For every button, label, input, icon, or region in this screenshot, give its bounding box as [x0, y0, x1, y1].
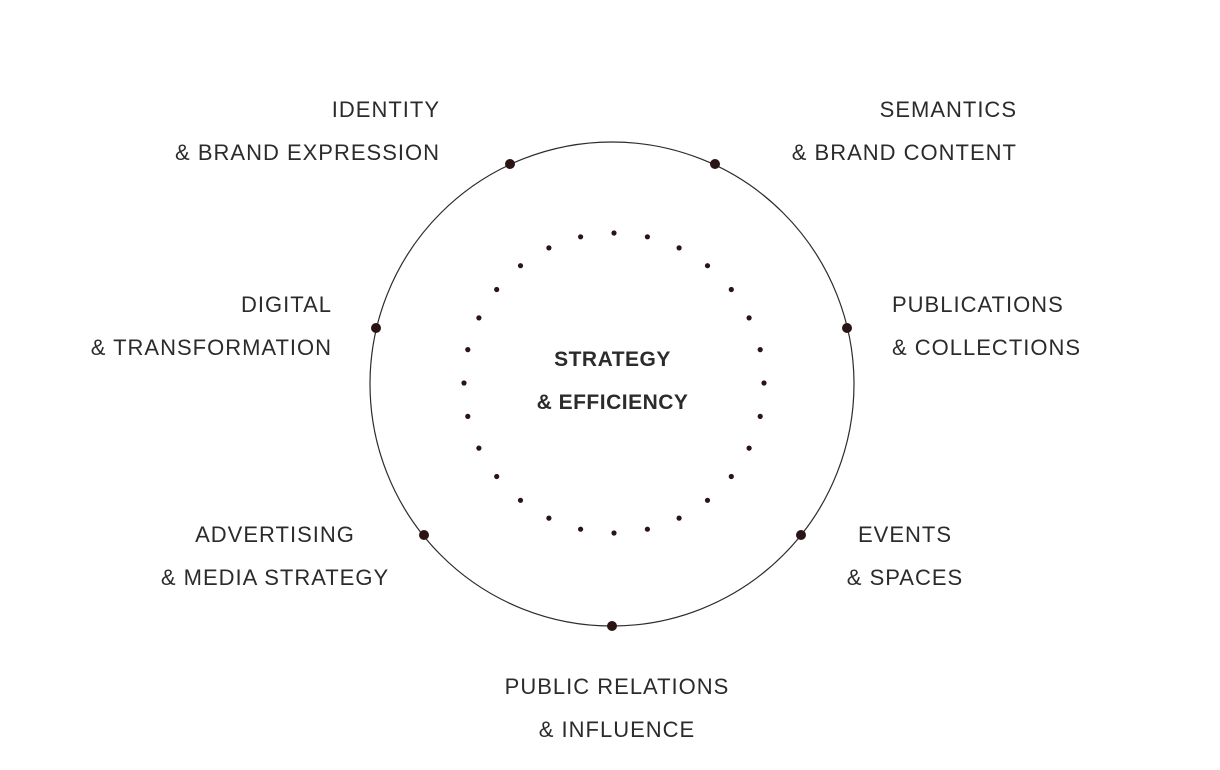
inner-ring-dot: [746, 315, 752, 321]
node-label-advertising[interactable]: ADVERTISING & MEDIA STRATEGY: [145, 513, 405, 599]
inner-ring-dot: [517, 263, 524, 269]
node-label-public-relations[interactable]: PUBLIC RELATIONS & INFLUENCE: [467, 665, 767, 751]
inner-ring-dot: [757, 413, 763, 419]
inner-ring-dot: [578, 234, 584, 240]
inner-ring-dot: [644, 234, 651, 240]
inner-ring-dot: [757, 347, 763, 353]
inner-dotted-ring: [461, 230, 767, 536]
center-label-line2: & EFFICIENCY: [536, 391, 689, 414]
inner-ring-dot: [465, 347, 471, 353]
node-label-line1: SEMANTICS: [879, 97, 1017, 122]
inner-ring-dot: [728, 473, 734, 480]
inner-ring-dot: [611, 530, 617, 536]
node-label-semantics[interactable]: SEMANTICS & BRAND CONTENT: [792, 88, 1017, 174]
inner-ring-dot: [546, 245, 552, 251]
node-dot-advertising[interactable]: [419, 530, 429, 540]
node-dot-identity[interactable]: [505, 159, 515, 169]
node-label-line2: & SPACES: [846, 565, 964, 590]
node-label-line2: & TRANSFORMATION: [90, 335, 332, 360]
inner-ring-dot: [746, 445, 752, 451]
node-label-identity[interactable]: IDENTITY & BRAND EXPRESSION: [175, 88, 440, 174]
node-label-line1: EVENTS: [857, 522, 953, 547]
node-label-publications[interactable]: PUBLICATIONS & COLLECTIONS: [892, 283, 1081, 369]
inner-ring-dot: [517, 497, 524, 503]
inner-ring-dot: [676, 245, 682, 251]
node-label-line1: ADVERTISING: [195, 522, 355, 547]
node-dot-semantics[interactable]: [710, 159, 720, 169]
inner-ring-dot: [644, 526, 651, 532]
inner-ring-dot: [476, 315, 482, 321]
node-label-events[interactable]: EVENTS & SPACES: [825, 513, 985, 599]
node-label-line2: & BRAND CONTENT: [791, 140, 1017, 165]
node-label-line2: & BRAND EXPRESSION: [175, 140, 440, 165]
node-dot-public-relations[interactable]: [607, 621, 617, 631]
node-label-line1: IDENTITY: [331, 97, 440, 122]
inner-ring-dot: [761, 380, 767, 386]
inner-ring-dot: [704, 497, 711, 503]
node-label-line1: PUBLICATIONS: [892, 292, 1064, 317]
inner-ring-dot: [465, 413, 471, 419]
inner-ring-dot: [461, 380, 467, 386]
node-dot-publications[interactable]: [842, 323, 852, 333]
inner-ring-dot: [704, 263, 711, 269]
inner-ring-dot: [494, 473, 500, 480]
inner-ring-dot: [611, 230, 617, 236]
node-label-line2: & INFLUENCE: [538, 717, 696, 742]
node-dot-events[interactable]: [796, 530, 806, 540]
center-label-line1: STRATEGY: [554, 348, 671, 371]
node-label-line1: DIGITAL: [241, 292, 332, 317]
inner-ring-dot: [728, 286, 734, 293]
node-label-line1: PUBLIC RELATIONS: [504, 674, 730, 699]
center-label: STRATEGY & EFFICIENCY: [460, 338, 765, 424]
node-label-line2: & MEDIA STRATEGY: [160, 565, 390, 590]
node-label-digital[interactable]: DIGITAL & TRANSFORMATION: [91, 283, 332, 369]
node-dot-digital[interactable]: [371, 323, 381, 333]
inner-ring-dot: [494, 286, 500, 293]
node-label-line2: & COLLECTIONS: [892, 335, 1082, 360]
inner-ring-dot: [578, 526, 584, 532]
inner-ring-dot: [476, 445, 482, 451]
inner-ring-dot: [546, 515, 552, 521]
inner-ring-dot: [676, 515, 682, 521]
